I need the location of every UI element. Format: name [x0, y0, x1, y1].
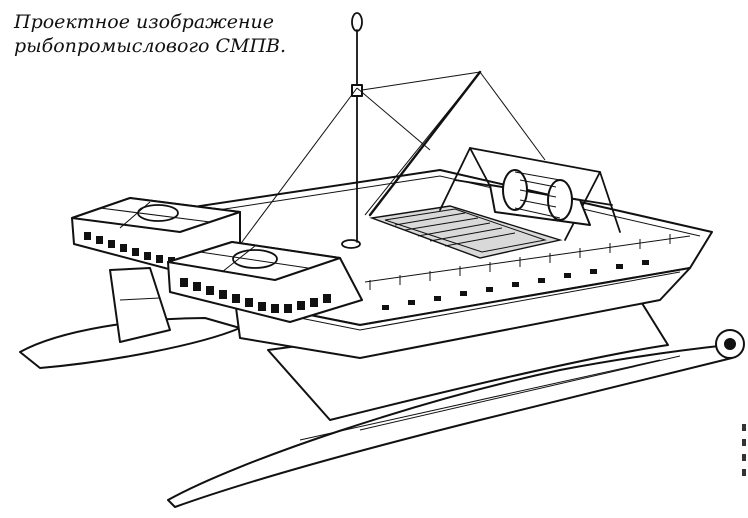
page-edge-marks	[742, 424, 748, 484]
figure-caption: Проектное изображение рыбопромыслового С…	[14, 10, 286, 58]
caption-line-1: Проектное изображение	[14, 11, 274, 33]
front-cabin	[167, 241, 363, 323]
left-float	[19, 267, 241, 369]
mast	[229, 12, 546, 259]
caption-line-2: рыбопромыслового СМПВ.	[14, 35, 287, 57]
deck-hatch	[369, 205, 563, 259]
winch-gantry	[439, 147, 621, 241]
right-float	[167, 299, 745, 508]
